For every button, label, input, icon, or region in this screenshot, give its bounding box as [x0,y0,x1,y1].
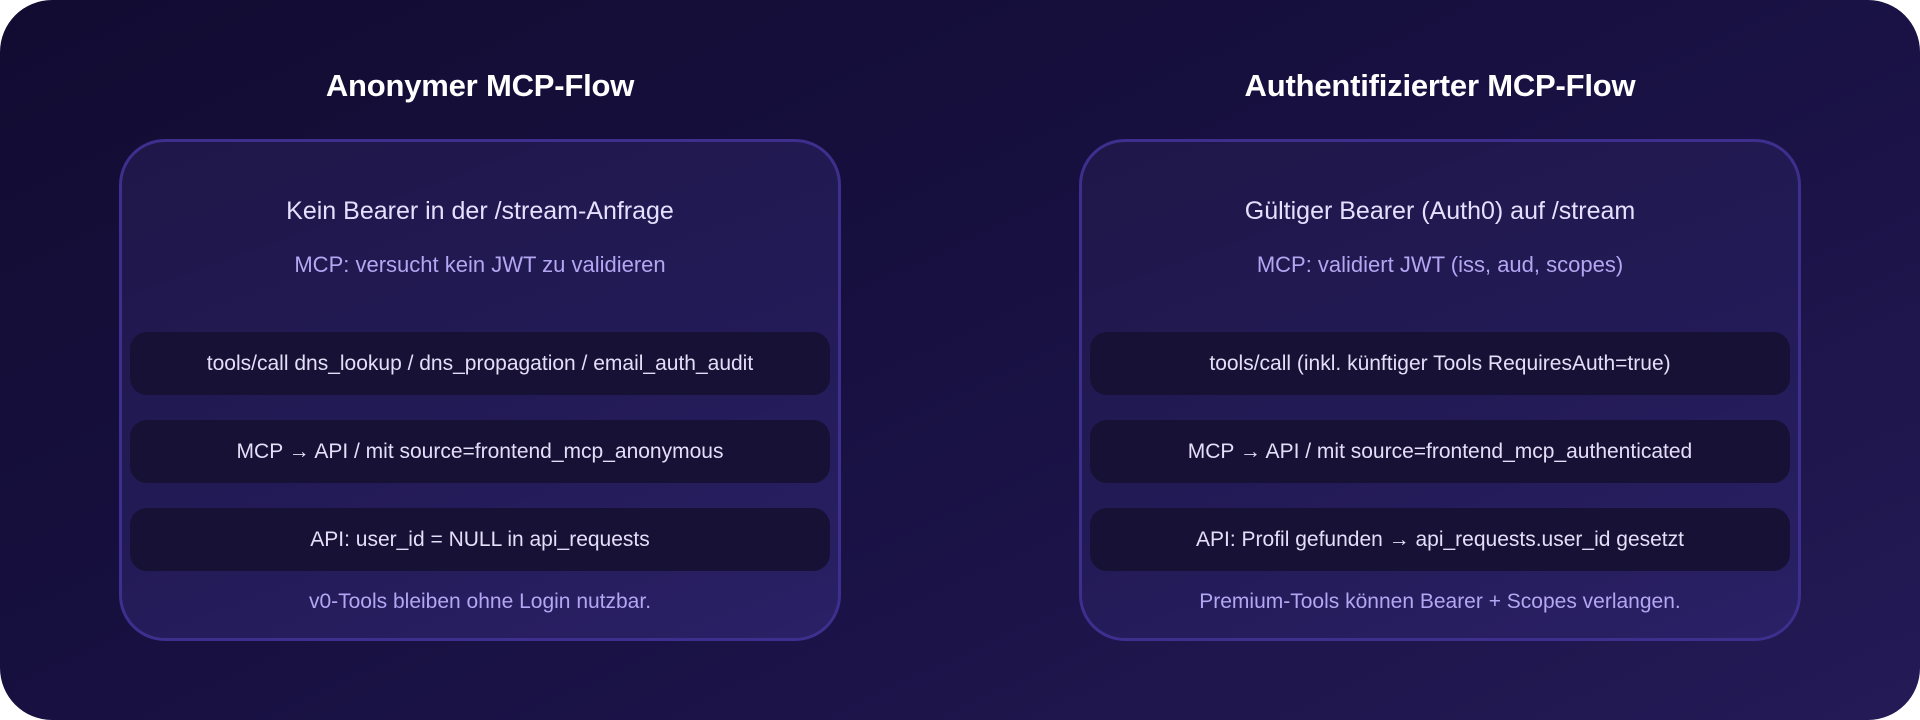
authenticated-step-tools-call: tools/call (inkl. künftiger Tools Requir… [1090,332,1790,395]
anonymous-flow-headline: Kein Bearer in der /stream-Anfrage [286,197,674,225]
authenticated-step-api-user-id: API: Profil gefunden → api_requests.user… [1090,508,1790,571]
authenticated-flow-headline: Gültiger Bearer (Auth0) auf /stream [1244,197,1636,225]
anonymous-step-api-user-id: API: user_id = NULL in api_requests [130,508,830,571]
anonymous-step-tools-call: tools/call dns_lookup / dns_propagation … [130,332,830,395]
anonymous-step-mcp-to-api: MCP → API / mit source=frontend_mcp_anon… [130,420,830,483]
authenticated-flow-footer: Premium-Tools können Bearer + Scopes ver… [1199,590,1681,613]
authenticated-flow-title: Authentifizierter MCP-Flow [1244,68,1636,103]
authenticated-step-mcp-to-api: MCP → API / mit source=frontend_mcp_auth… [1090,420,1790,483]
authenticated-flow-card: Gültiger Bearer (Auth0) auf /stream MCP:… [1079,139,1801,641]
authenticated-flow-subline: MCP: validiert JWT (iss, aud, scopes) [1256,252,1624,277]
anonymous-flow-title: Anonymer MCP-Flow [325,68,635,103]
anonymous-flow-footer: v0-Tools bleiben ohne Login nutzbar. [308,590,652,613]
anonymous-flow-subline: MCP: versucht kein JWT zu validieren [294,252,666,277]
anonymous-flow-card: Kein Bearer in der /stream-Anfrage MCP: … [119,139,841,641]
